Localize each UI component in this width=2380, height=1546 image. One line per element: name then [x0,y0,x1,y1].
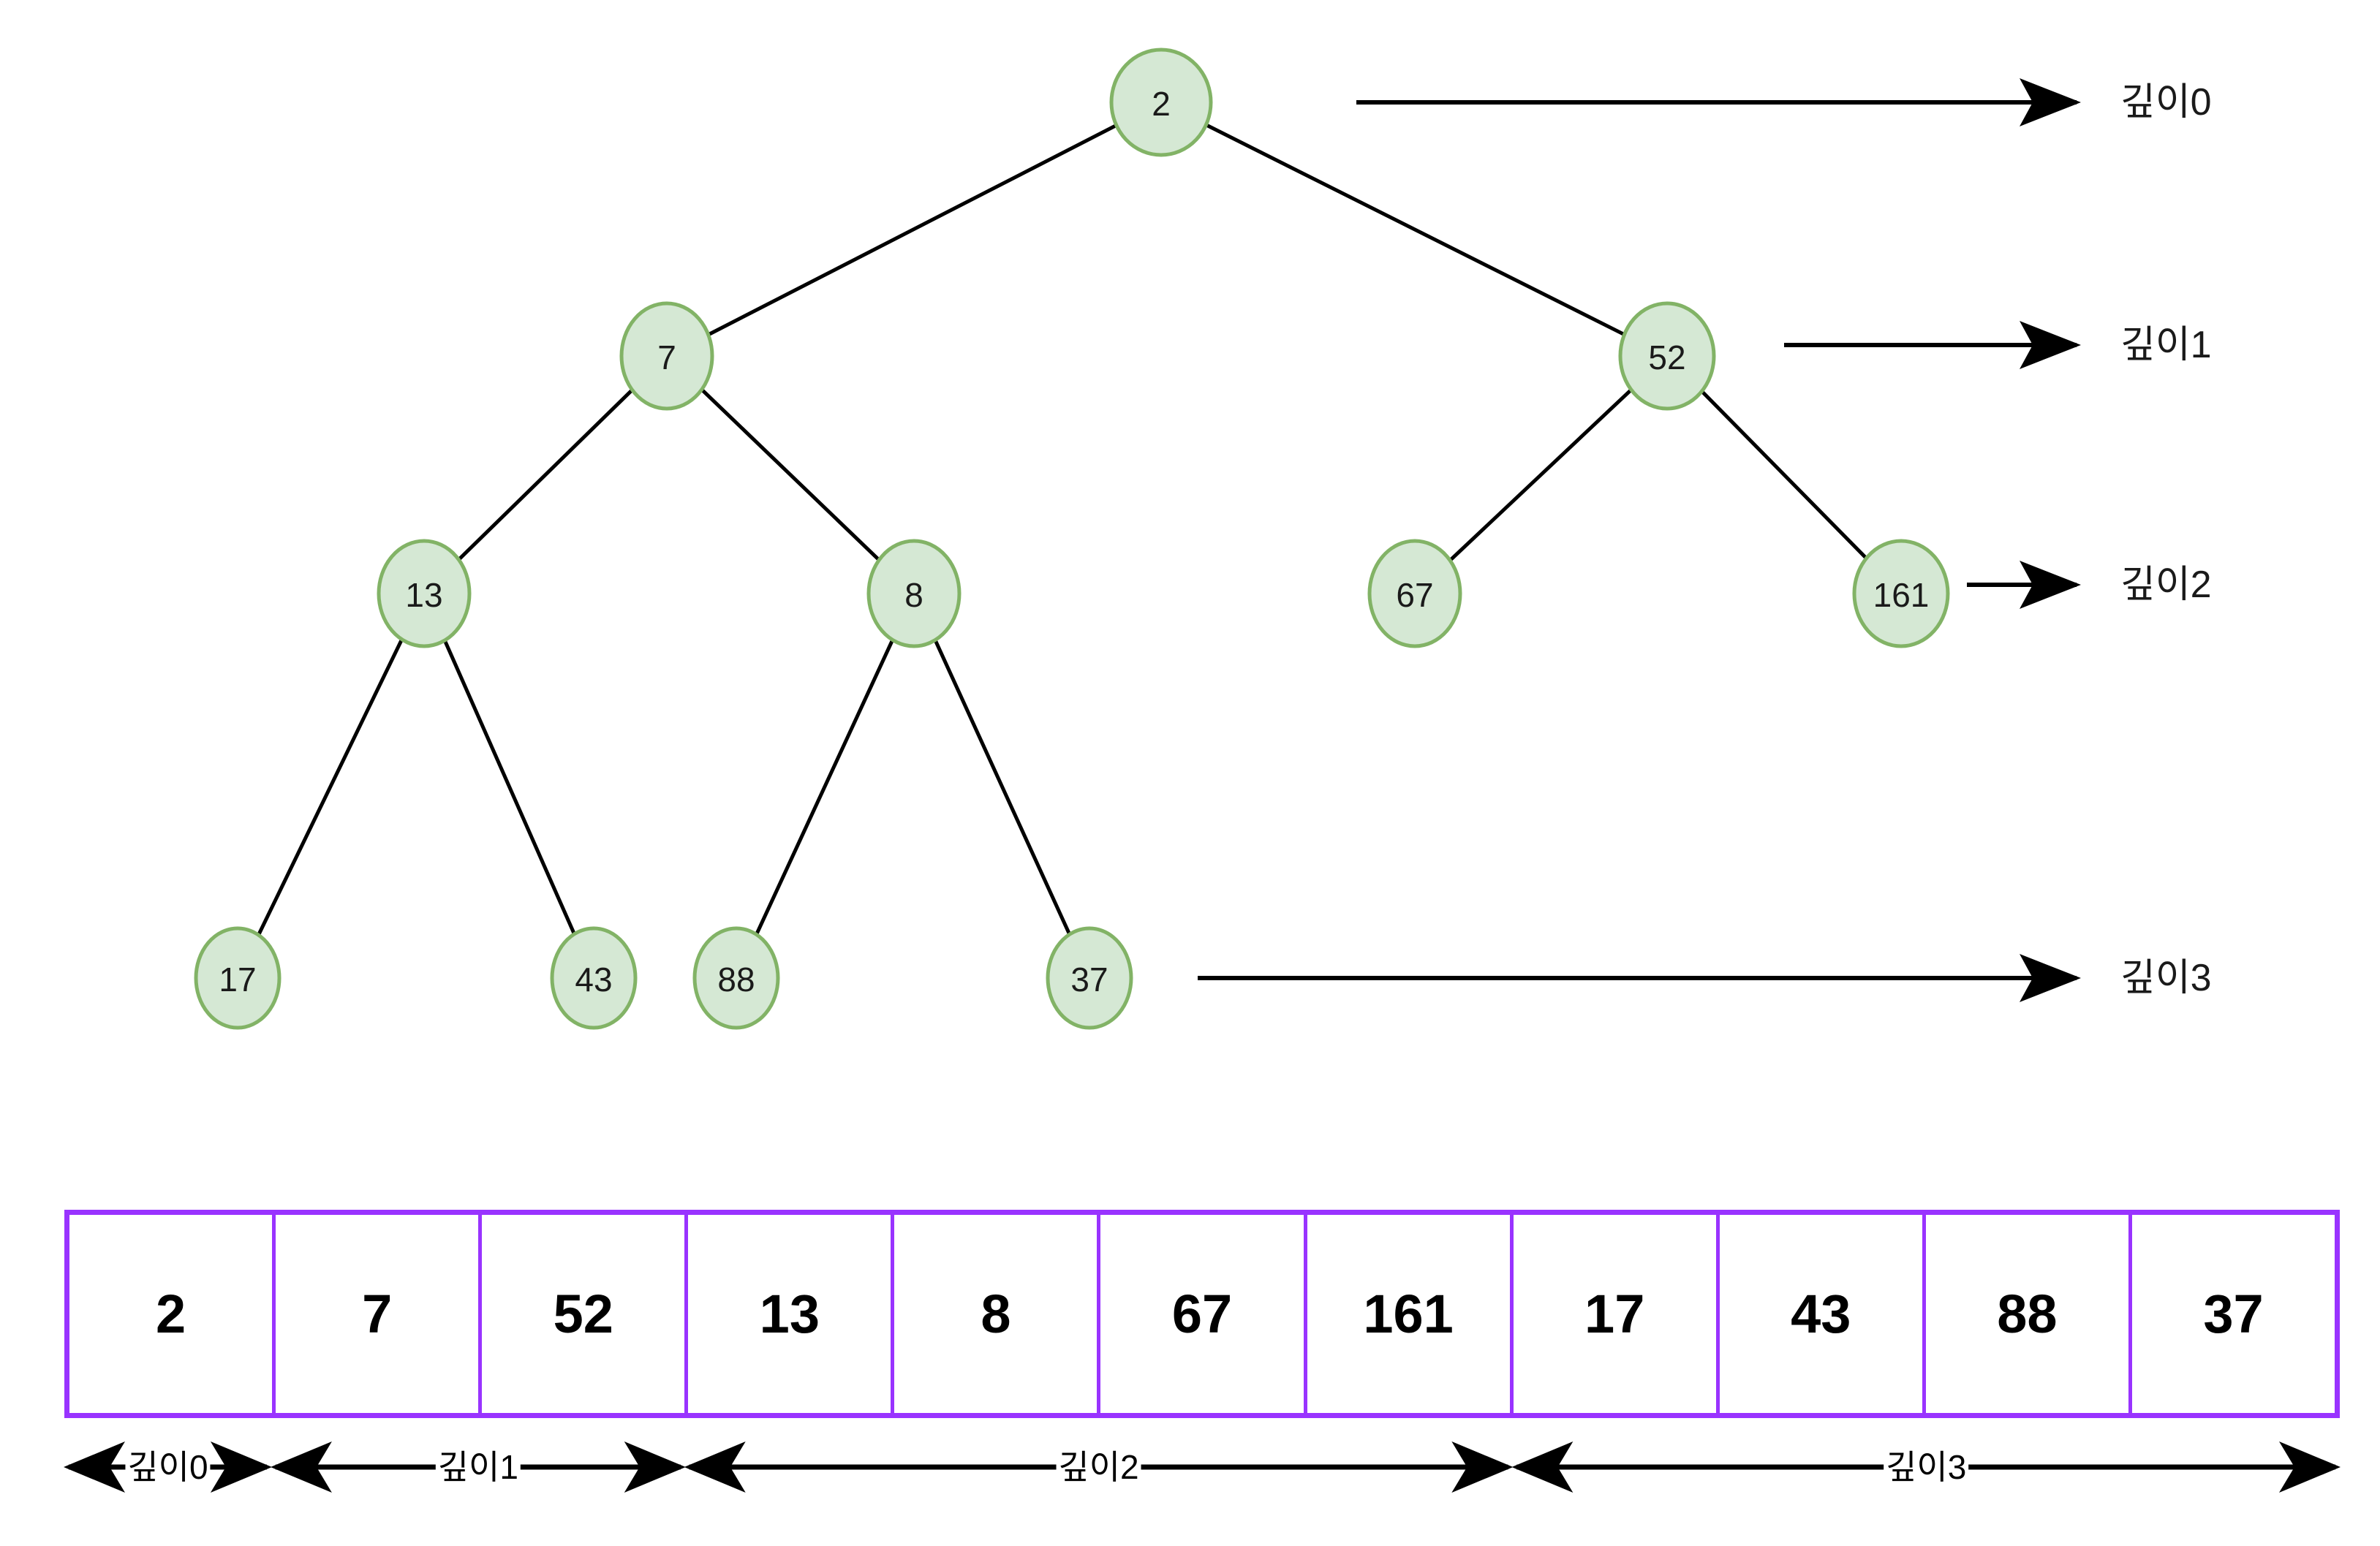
array-cell[interactable]: 88 [1926,1215,2132,1413]
tree-node-circle [692,926,780,1030]
depth-arrow-label: 깊이0 [2120,81,2212,124]
array-cell[interactable]: 37 [2203,1284,2264,1344]
bracket-label: 깊이2 [1058,1448,1138,1486]
tree-node-value: 67 [1396,576,1433,614]
array-cell[interactable]: 52 [482,1215,689,1413]
tree-node[interactable]: 17 [194,926,282,1030]
tree-node[interactable]: 43 [550,926,638,1030]
tree-edge [933,639,1072,936]
tree-node-circle [194,926,282,1030]
tree-node-value: 17 [219,960,256,999]
depth-arrow-label: 깊이1 [2120,324,2212,366]
tree-node[interactable]: 67 [1367,539,1462,648]
tree-node-circle [377,539,472,648]
binary-tree-graphic: 2 7 52 13 8 67 161 17 43 88 37 깊이0 깊이1 깊이2 깊이3 [194,48,2212,1030]
tree-edge [1205,123,1625,336]
tree-node-value: 37 [1070,960,1108,999]
tree-edges [257,123,1868,936]
tree-node-value: 43 [575,960,612,999]
tree-node[interactable]: 7 [619,301,714,411]
depth-arrow-label: 깊이2 [2120,564,2212,606]
depth-bracket-graphic: 깊이0 깊이1 깊이2 깊이3 [64,1441,2341,1493]
tree-node[interactable]: 37 [1046,926,1133,1030]
bracket-label: 깊이3 [1886,1448,1966,1486]
tree-node-value: 161 [1873,576,1930,614]
tree-node-value: 88 [717,960,755,999]
tree-node-circle [1109,48,1213,157]
tree-node-value: 8 [904,576,923,614]
tree-edge [1700,390,1868,560]
tree-edge [442,640,576,935]
array-cell[interactable]: 7 [276,1215,483,1413]
tree-node-value: 7 [657,338,676,376]
tree-nodes: 2 7 52 13 8 67 161 17 43 88 37 [194,48,1950,1030]
depth-bracket-row: 깊이0 깊이1 깊이2 깊이3 [29,1422,2354,1502]
tree-node[interactable]: 13 [377,539,472,648]
tree-node-value: 2 [1152,85,1171,123]
tree-edge [755,639,894,936]
tree-edge [1448,388,1633,562]
array-cell[interactable]: 43 [1720,1215,1926,1413]
tree-edge [457,388,634,561]
tree-edge [707,124,1117,337]
tree-node[interactable]: 8 [866,539,962,648]
tree-node-circle [1046,926,1133,1030]
tree-node-circle [1618,301,1716,411]
tree-node[interactable]: 52 [1618,301,1716,411]
array-cell[interactable]: 17 [1514,1215,1720,1413]
bracket-label: 깊이0 [127,1448,208,1486]
tree-node-value: 52 [1648,338,1685,376]
array-cell[interactable]: 13 [688,1215,895,1413]
tree-edge [700,388,880,561]
tree-node-circle [1852,539,1950,648]
array-cell[interactable]: 67 [1100,1215,1307,1413]
tree-node-circle [550,926,638,1030]
tree-node[interactable]: 88 [692,926,780,1030]
tree-node-circle [619,301,714,411]
tree-node[interactable]: 2 [1109,48,1213,157]
array-cell[interactable]: 161 [1307,1215,1514,1413]
tree-node-value: 13 [405,576,442,614]
depth-markers: 깊이0 깊이1 깊이2 깊이3 [1198,78,2212,1002]
bracket-label: 깊이1 [438,1448,518,1486]
tree-node-circle [866,539,962,648]
tree-node-circle [1367,539,1462,648]
array-cell[interactable]: 2 [69,1215,276,1413]
depth-arrow-label: 깊이3 [2120,957,2212,999]
array-cell[interactable]: 8 [894,1215,1101,1413]
tree-node[interactable]: 161 [1852,539,1950,648]
tree-edge [257,638,404,936]
